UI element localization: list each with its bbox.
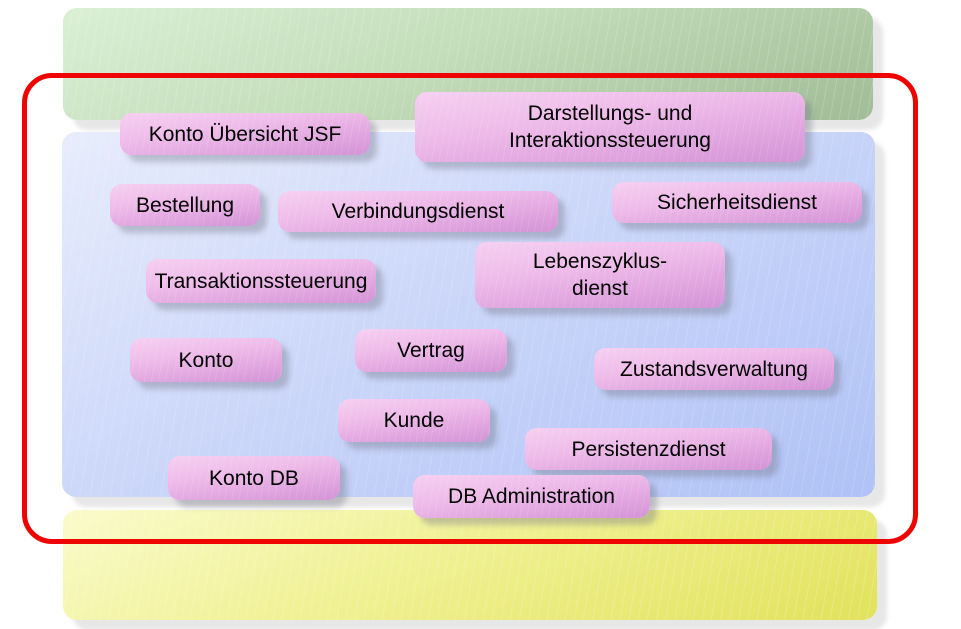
node-konto-db: Konto DB <box>168 456 340 500</box>
node-zustandsverwaltung: Zustandsverwaltung <box>594 348 834 390</box>
node-db-administration: DB Administration <box>413 475 650 518</box>
node-kunde: Kunde <box>338 399 490 442</box>
node-darstellungs-und-interaktionssteuerung: Darstellungs- und Interaktionssteuerung <box>415 92 805 162</box>
node-verbindungsdienst: Verbindungsdienst <box>278 191 558 232</box>
node-lebenszyklusdienst: Lebenszyklus- dienst <box>475 242 725 308</box>
red-highlight-frame <box>22 73 918 544</box>
node-persistenzdienst: Persistenzdienst <box>525 428 772 470</box>
bottom-yellow-band <box>63 510 877 620</box>
node-vertrag: Vertrag <box>355 329 507 372</box>
node-sicherheitsdienst: Sicherheitsdienst <box>612 182 862 223</box>
node-bestellung: Bestellung <box>110 184 260 226</box>
node-konto-uebersicht-jsf: Konto Übersicht JSF <box>120 113 370 155</box>
node-transaktionssteuerung: Transaktionssteuerung <box>146 259 376 303</box>
node-konto: Konto <box>130 338 282 382</box>
